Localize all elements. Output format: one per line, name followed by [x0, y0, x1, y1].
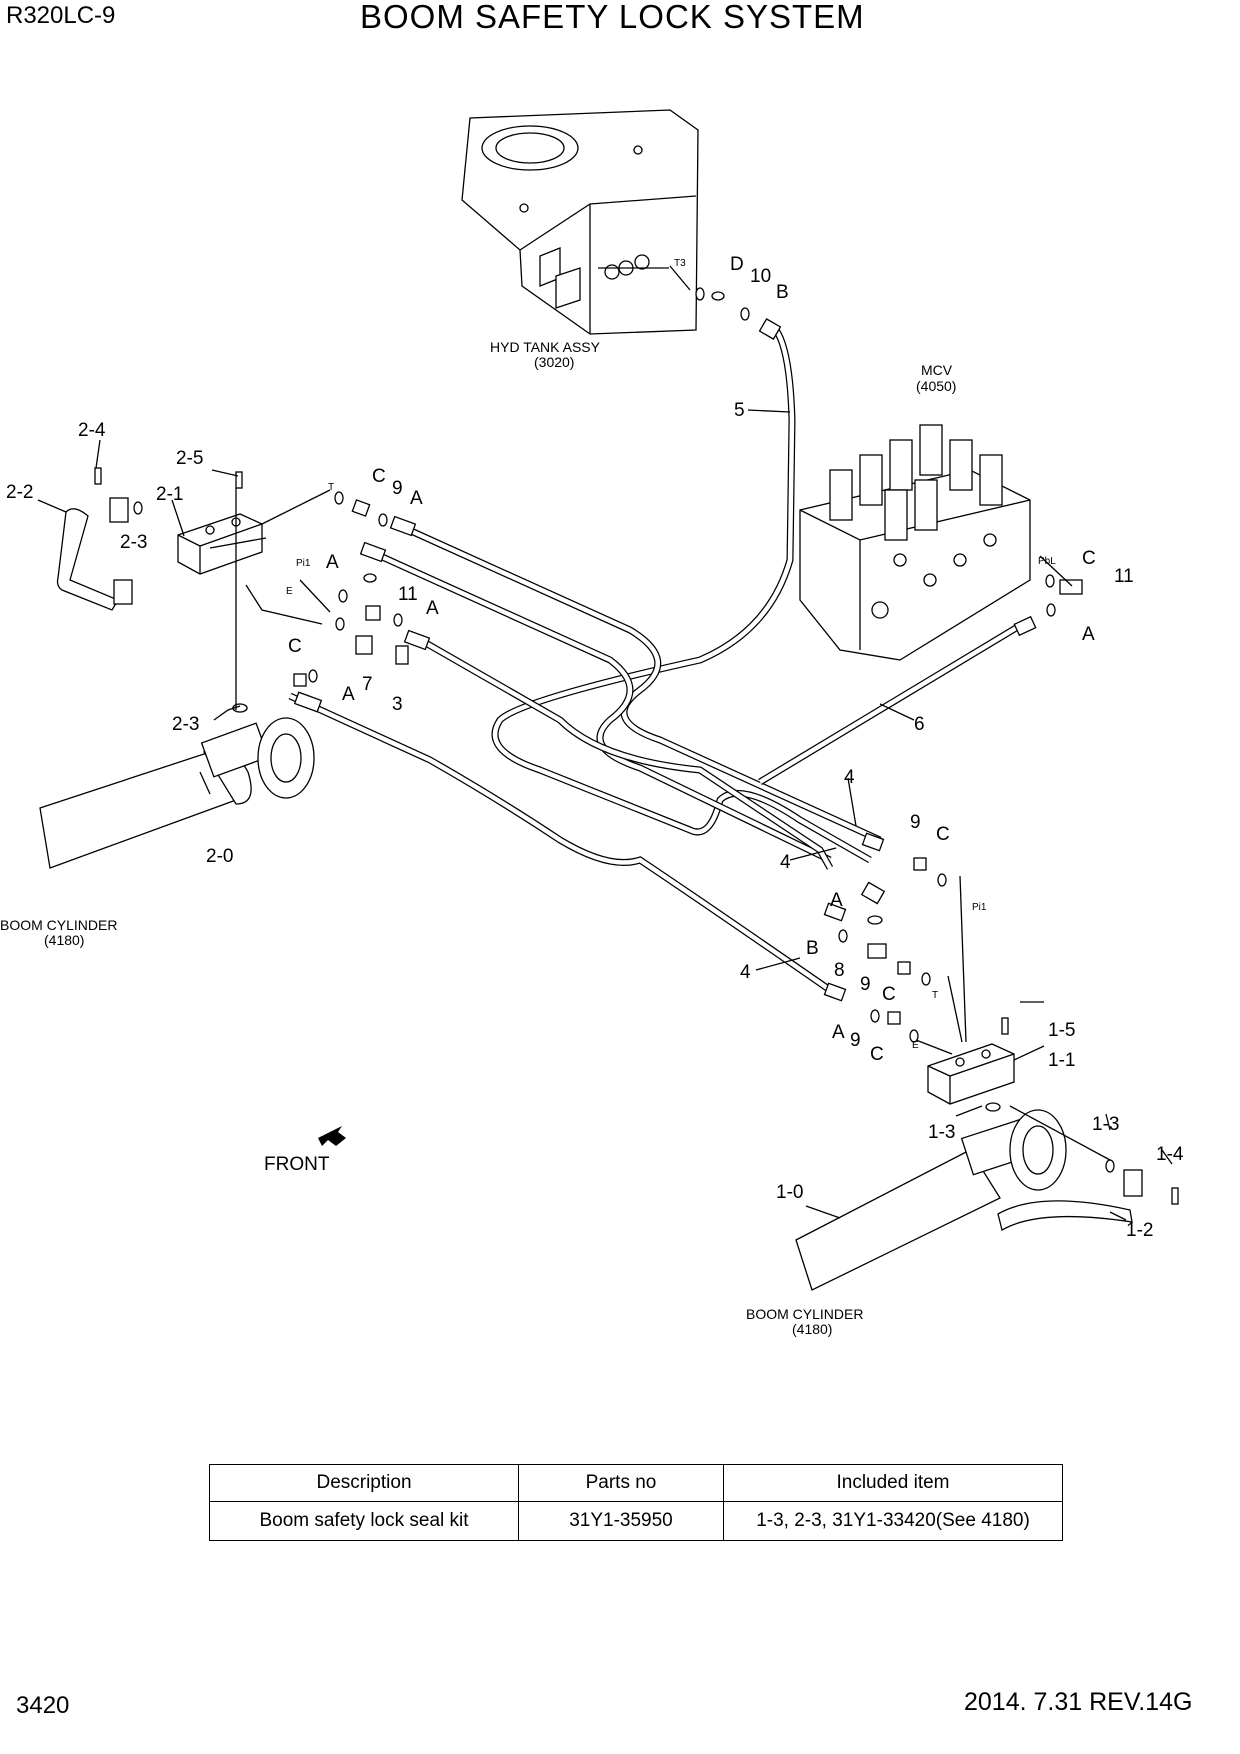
callout-1-3b: 1-3: [1092, 1114, 1119, 1135]
hose-4-upper: [398, 522, 882, 844]
callout-7: 7: [362, 674, 373, 695]
callout-c3: C: [288, 636, 302, 657]
port-pi1b: Pi1: [972, 902, 987, 913]
left-boom-cylinder: [39, 717, 315, 869]
left-cyl-code: (4180): [44, 932, 84, 948]
callout-4c: 4: [740, 962, 751, 983]
port-t1: T: [328, 482, 334, 493]
table-header-row: Description Parts no Included item: [209, 1464, 1063, 1502]
callout-a7: A: [832, 1022, 845, 1043]
page-title: BOOM SAFETY LOCK SYSTEM: [360, 0, 865, 35]
flange-2-2-bottom: [113, 579, 133, 605]
header-description: Description: [209, 1464, 519, 1502]
page-number: 3420: [16, 1692, 70, 1719]
callout-3: 3: [392, 694, 403, 715]
leader-lines: [37, 265, 1173, 1221]
model-code: R320LC-9: [6, 2, 116, 29]
callouts: 2-4 2-5 2-2 2-1 2-3 2-3 2-0 5 6 4 4 4 D …: [6, 254, 1184, 1241]
callout-1-4: 1-4: [1156, 1144, 1184, 1165]
table-row: Boom safety lock seal kit 31Y1-35950 1-3…: [209, 1501, 1063, 1541]
hose-lower-long: [288, 692, 832, 993]
callout-a4: A: [342, 684, 355, 705]
callout-11b: 11: [1114, 566, 1134, 587]
hyd-tank-drawing: [461, 109, 699, 335]
mcv-name: MCV: [921, 362, 953, 378]
hyd-tank-code: (3020): [534, 354, 574, 370]
left-cyl-name: BOOM CYLINDER: [0, 917, 117, 933]
mcv-code: (4050): [916, 378, 956, 394]
mcv-drawing: [799, 424, 1031, 661]
callout-1-1: 1-1: [1048, 1050, 1075, 1071]
valve-block-1-1: [927, 1043, 1015, 1105]
header-included-item: Included item: [723, 1464, 1063, 1502]
port-e2: E: [912, 1040, 919, 1051]
callout-4a: 4: [844, 767, 855, 788]
fittings: [94, 287, 1179, 1205]
hose-4-lower: [408, 630, 834, 870]
exploded-parts-diagram: HYD TANK ASSY (3020) MCV (4050) BOOM CYL…: [0, 109, 1184, 1337]
front-label: FRONT: [264, 1154, 330, 1175]
callout-b1: B: [776, 282, 789, 303]
callout-1-0: 1-0: [776, 1182, 803, 1203]
hose-5: [491, 327, 872, 864]
cell-included-item: 1-3, 2-3, 31Y1-33420(See 4180): [723, 1501, 1063, 1541]
callout-a2: A: [326, 552, 339, 573]
callout-c2: C: [1082, 548, 1096, 569]
header-parts-no: Parts no: [518, 1464, 724, 1502]
flange-2-2-top: [109, 497, 129, 523]
callout-1-2: 1-2: [1126, 1220, 1153, 1241]
port-t2: T: [932, 990, 938, 1001]
front-arrow-icon: [318, 1126, 346, 1146]
port-t3: T3: [674, 258, 686, 269]
callout-a1: A: [410, 488, 423, 509]
pipe-2-2: [56, 508, 119, 611]
callout-11a: 11: [398, 584, 418, 605]
cell-description: Boom safety lock seal kit: [209, 1501, 519, 1541]
callout-6: 6: [914, 714, 925, 735]
port-pi1a: Pi1: [296, 558, 311, 569]
right-cyl-name: BOOM CYLINDER: [746, 1306, 863, 1322]
hose-6: [758, 625, 1018, 785]
callout-2-3a: 2-3: [120, 532, 147, 553]
callout-a5: A: [1082, 624, 1095, 645]
right-boom-cylinder: [795, 1109, 1143, 1291]
callout-4b: 4: [780, 852, 791, 873]
callout-c4: C: [936, 824, 950, 845]
callout-b2: B: [806, 938, 819, 959]
callout-2-0: 2-0: [206, 846, 233, 867]
callout-2-5: 2-5: [176, 448, 203, 469]
cell-parts-no: 31Y1-35950: [518, 1501, 724, 1541]
port-labels: T3 T T Pi1 Pi1 E E PbL: [286, 258, 1056, 1051]
callout-9d: 9: [850, 1030, 861, 1051]
hyd-tank-name: HYD TANK ASSY: [490, 339, 601, 355]
callout-d: D: [730, 254, 744, 275]
hose-4-middle: [378, 552, 832, 864]
callout-9b: 9: [910, 812, 921, 833]
port-pbl: PbL: [1038, 556, 1056, 567]
callout-5: 5: [734, 400, 745, 421]
callout-10: 10: [750, 266, 771, 287]
callout-c1: C: [372, 466, 386, 487]
callout-c5: C: [882, 984, 896, 1005]
callout-c6: C: [870, 1044, 884, 1065]
callout-9a: 9: [392, 478, 403, 499]
callout-9c: 9: [860, 974, 871, 995]
callout-1-5: 1-5: [1048, 1020, 1075, 1041]
callout-1-3a: 1-3: [928, 1122, 955, 1143]
callout-2-2: 2-2: [6, 482, 33, 503]
callout-8: 8: [834, 960, 845, 981]
callout-2-1: 2-1: [156, 484, 183, 505]
port-e1: E: [286, 586, 293, 597]
seal-kit-table: Description Parts no Included item Boom …: [209, 1464, 1063, 1541]
callout-a3: A: [426, 598, 439, 619]
right-cyl-code: (4180): [792, 1321, 832, 1337]
callout-a6: A: [830, 890, 843, 911]
callout-2-3b: 2-3: [172, 714, 199, 735]
callout-2-4: 2-4: [78, 420, 106, 441]
revision-date: 2014. 7.31 REV.14G: [964, 1688, 1193, 1716]
valve-block-2-1: [177, 513, 263, 575]
